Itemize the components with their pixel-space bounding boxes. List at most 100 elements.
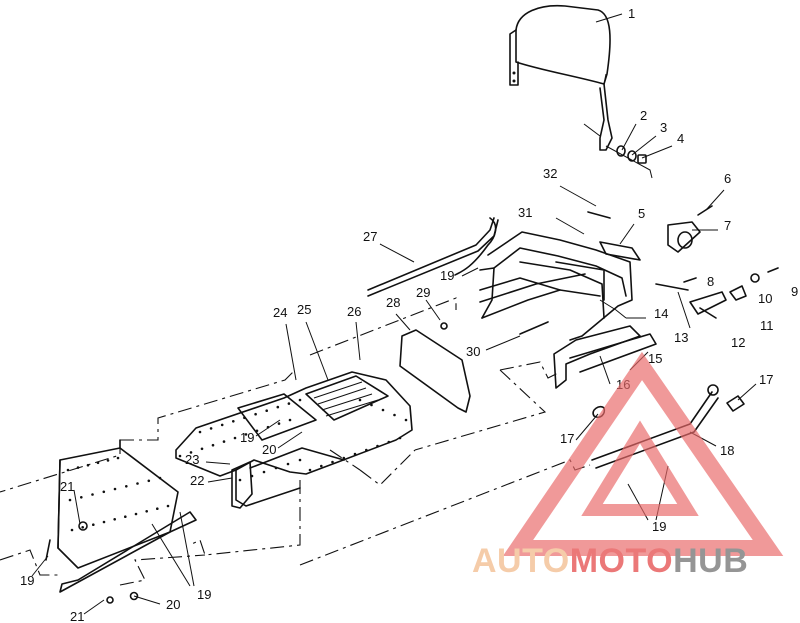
rivet-dot <box>393 413 396 417</box>
callout-c10: 10 <box>758 291 772 306</box>
rivet-dot <box>166 504 170 508</box>
rivet-dot <box>398 436 402 440</box>
rivet-dot <box>358 398 362 402</box>
mount-plate <box>231 461 253 509</box>
rivet-dot <box>276 405 280 409</box>
callout-c18: 18 <box>720 443 734 458</box>
front-bumper <box>45 439 197 604</box>
callout-c17a: 17 <box>759 372 773 387</box>
rivet-dot <box>209 427 213 430</box>
rivet-dot <box>254 412 257 416</box>
callout-c5: 5 <box>638 206 645 221</box>
rivet-dot <box>220 423 224 427</box>
callout-c22: 22 <box>190 473 204 488</box>
rivet-dot <box>222 440 226 443</box>
rivet-dot <box>147 479 151 483</box>
callout-c9: 9 <box>791 284 798 299</box>
rivet-dot <box>232 420 235 423</box>
callout-c4: 4 <box>677 131 684 146</box>
rivet-dot <box>189 451 193 454</box>
callout-c1: 1 <box>628 6 635 21</box>
side-panel <box>399 321 549 413</box>
svg-text:AUTOMOTOHUB: AUTOMOTOHUB <box>472 542 748 580</box>
rivet-dot <box>250 474 254 478</box>
rivet-dot <box>288 418 292 422</box>
rivet-dot <box>102 520 106 524</box>
grab-bar <box>367 217 499 297</box>
rivet-dot <box>233 436 237 440</box>
rivet-dot <box>124 515 127 518</box>
watermark-triangle-outer <box>502 351 784 556</box>
rivet-dot <box>298 458 302 462</box>
rivet-dot <box>376 444 379 448</box>
rivet-dot <box>66 468 70 472</box>
rivet-dot <box>298 398 302 402</box>
callout-c2: 2 <box>640 108 647 123</box>
callout-c8: 8 <box>707 274 714 289</box>
rivet-dot <box>370 403 373 407</box>
latch-hardware <box>655 267 779 329</box>
tunnel-floor <box>175 371 413 507</box>
callout-c23: 23 <box>185 452 199 467</box>
callout-c26: 26 <box>347 304 361 319</box>
tail-bracket <box>667 205 713 253</box>
rivet-dot <box>342 456 346 460</box>
callout-c30: 30 <box>466 344 480 359</box>
rivet-dot <box>145 510 148 513</box>
rivet-dot <box>106 459 110 462</box>
watermark-text-moto: MOTO <box>570 542 673 580</box>
rivet-dot <box>70 528 74 532</box>
callout-c28: 28 <box>386 295 400 310</box>
rivet-dot <box>76 466 80 469</box>
rivet-dot <box>255 429 259 433</box>
callout-c14: 14 <box>654 306 668 321</box>
callout-c19a: 19 <box>652 519 666 534</box>
callout-c19e: 19 <box>20 573 34 588</box>
rivet-dot <box>243 416 246 420</box>
watermark-text-auto: AUTO <box>472 542 570 580</box>
rivet-dot <box>156 507 159 511</box>
rivet-dot <box>125 485 128 488</box>
callout-c17b: 17 <box>560 431 574 446</box>
rivet-dot <box>274 466 278 470</box>
rivet-dot <box>387 440 391 444</box>
rivet-dot <box>113 518 116 521</box>
rivet-dot <box>353 452 357 456</box>
callout-c19c: 19 <box>240 430 254 445</box>
callout-c11: 11 <box>760 318 774 333</box>
washer-nut-stack <box>583 123 653 179</box>
rivet-dot <box>262 470 266 474</box>
cargo-rack <box>454 211 657 389</box>
rivet-dot <box>277 422 281 425</box>
rivet-dot <box>81 526 84 529</box>
callout-c21a: 21 <box>60 479 74 494</box>
rivet-dot <box>68 498 72 502</box>
callout-c3: 3 <box>660 120 667 135</box>
callout-c21b: 21 <box>70 609 84 623</box>
rivet-dot <box>96 461 100 465</box>
rivet-dot <box>381 408 385 412</box>
rivet-dot <box>320 464 323 468</box>
rivet-dot <box>265 409 269 413</box>
callout-c20b: 20 <box>166 597 180 612</box>
rivet-dot <box>92 523 95 526</box>
rivet-dot <box>86 463 90 467</box>
callout-c19d: 19 <box>197 587 211 602</box>
leader-lines <box>31 13 757 615</box>
rivet-dot <box>365 448 368 452</box>
callout-c25: 25 <box>297 302 311 317</box>
watermark-text-hub: HUB <box>673 542 748 580</box>
callout-c27: 27 <box>363 229 377 244</box>
rivet-dot <box>331 460 334 464</box>
rivet-dot <box>136 482 139 485</box>
rivet-dot <box>134 512 138 516</box>
rivet-dot <box>244 433 248 436</box>
callout-c24: 24 <box>273 305 287 320</box>
rivet-dot <box>238 478 242 482</box>
rivet-dots <box>66 398 408 532</box>
rivet-dot <box>178 454 182 458</box>
callout-c32: 32 <box>543 166 557 181</box>
watermark-logo: AUTOMOTOHUB <box>472 351 784 580</box>
